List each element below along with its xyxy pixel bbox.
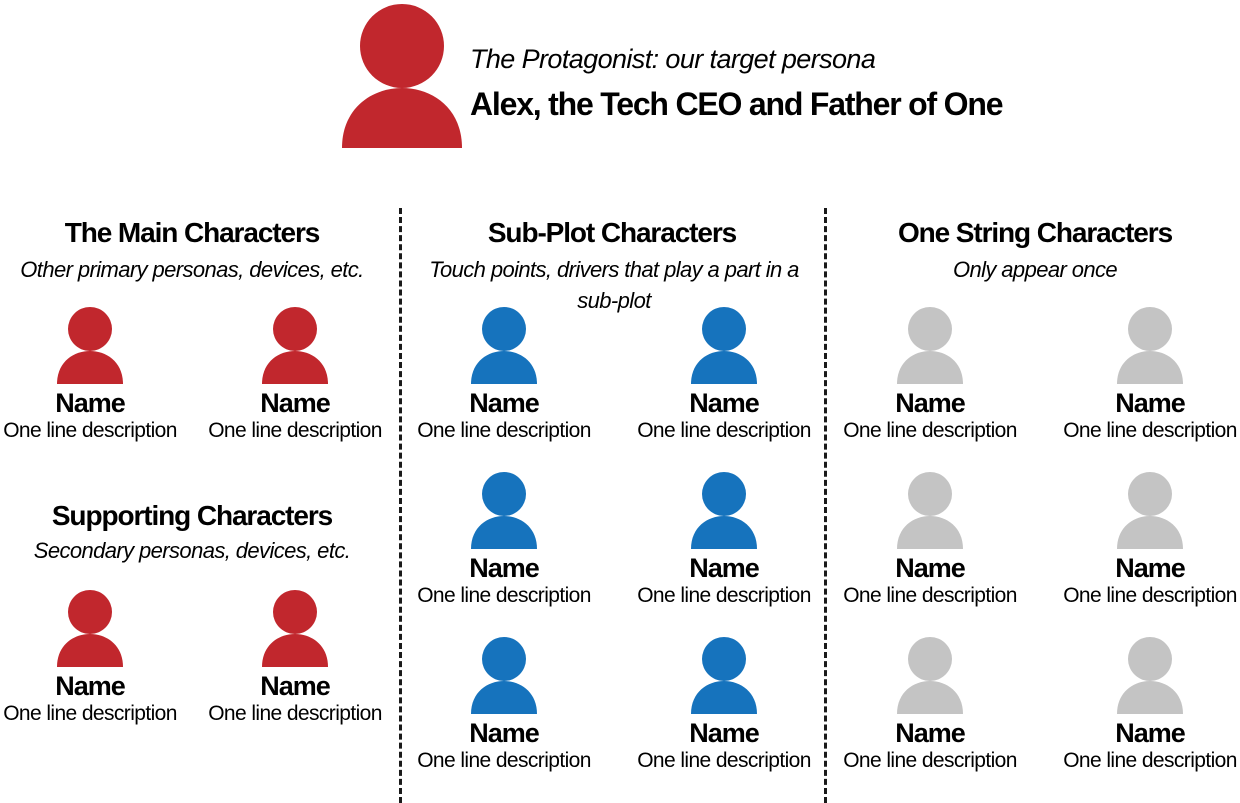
- character-name: Name: [689, 718, 760, 748]
- supporting-character-card: Name One line description: [205, 589, 385, 725]
- character-name: Name: [469, 388, 540, 418]
- protagonist-name: Alex, the Tech CEO and Father of One: [470, 86, 1004, 122]
- character-name: Name: [1115, 718, 1186, 748]
- supporting-characters-title: Supporting Characters: [51, 500, 333, 531]
- person-icon: [691, 307, 757, 384]
- character-name: Name: [689, 553, 760, 583]
- person-icon: [471, 637, 537, 714]
- one-string-characters-title: One String Characters: [897, 217, 1173, 248]
- supporting-characters-subtitle: Secondary personas, devices, etc.: [33, 538, 351, 563]
- character-name: Name: [895, 388, 966, 418]
- character-name: Name: [1115, 553, 1186, 583]
- person-icon: [897, 307, 963, 384]
- character-description: One line description: [3, 702, 177, 725]
- character-name: Name: [689, 388, 760, 418]
- one-string-character-card: Name One line description: [1060, 471, 1240, 607]
- one-string-character-card: Name One line description: [1060, 306, 1240, 442]
- character-description: One line description: [843, 584, 1017, 607]
- character-description: One line description: [843, 419, 1017, 442]
- main-character-card: Name One line description: [205, 306, 385, 442]
- character-name: Name: [895, 553, 966, 583]
- character-description: One line description: [1063, 584, 1237, 607]
- subplot-character-card: Name One line description: [414, 306, 594, 442]
- one-string-character-card: Name One line description: [1060, 636, 1240, 772]
- character-name: Name: [469, 718, 540, 748]
- character-name: Name: [55, 671, 126, 701]
- main-characters-subtitle: Other primary personas, devices, etc.: [20, 257, 364, 282]
- column-divider: [824, 208, 827, 803]
- character-name: Name: [260, 388, 331, 418]
- protagonist-person-icon: [342, 4, 462, 148]
- subplot-characters-title: Sub-Plot Characters: [487, 217, 737, 248]
- person-icon: [897, 472, 963, 549]
- character-description: One line description: [843, 749, 1017, 772]
- person-icon: [1117, 307, 1183, 384]
- character-name: Name: [260, 671, 331, 701]
- character-description: One line description: [637, 419, 811, 442]
- one-string-characters-subtitle: Only appear once: [952, 257, 1118, 282]
- person-icon: [57, 307, 123, 384]
- character-description: One line description: [1063, 419, 1237, 442]
- character-description: One line description: [3, 419, 177, 442]
- character-name: Name: [469, 553, 540, 583]
- main-characters-title: The Main Characters: [64, 217, 321, 248]
- subplot-character-card: Name One line description: [634, 306, 814, 442]
- one-string-character-card: Name One line description: [840, 306, 1020, 442]
- subplot-characters-subtitle: Touch points, drivers that play a part i…: [429, 257, 799, 313]
- person-icon: [471, 472, 537, 549]
- character-description: One line description: [208, 419, 382, 442]
- person-icon: [897, 637, 963, 714]
- character-description: One line description: [208, 702, 382, 725]
- protagonist-subtitle: The Protagonist: our target persona: [470, 44, 876, 74]
- person-icon: [691, 637, 757, 714]
- character-description: One line description: [637, 584, 811, 607]
- character-name: Name: [1115, 388, 1186, 418]
- character-description: One line description: [417, 419, 591, 442]
- person-icon: [57, 590, 123, 667]
- subplot-character-card: Name One line description: [414, 636, 594, 772]
- person-icon: [691, 472, 757, 549]
- subplot-character-card: Name One line description: [634, 636, 814, 772]
- supporting-character-card: Name One line description: [0, 589, 180, 725]
- subplot-character-card: Name One line description: [414, 471, 594, 607]
- person-icon: [1117, 472, 1183, 549]
- person-icon: [1117, 637, 1183, 714]
- person-icon: [262, 307, 328, 384]
- character-description: One line description: [417, 584, 591, 607]
- person-icon: [262, 590, 328, 667]
- character-name: Name: [895, 718, 966, 748]
- one-string-character-card: Name One line description: [840, 636, 1020, 772]
- character-description: One line description: [1063, 749, 1237, 772]
- character-name: Name: [55, 388, 126, 418]
- character-description: One line description: [417, 749, 591, 772]
- column-divider: [399, 208, 402, 803]
- character-description: One line description: [637, 749, 811, 772]
- main-character-card: Name One line description: [0, 306, 180, 442]
- person-icon: [471, 307, 537, 384]
- subplot-character-card: Name One line description: [634, 471, 814, 607]
- one-string-character-card: Name One line description: [840, 471, 1020, 607]
